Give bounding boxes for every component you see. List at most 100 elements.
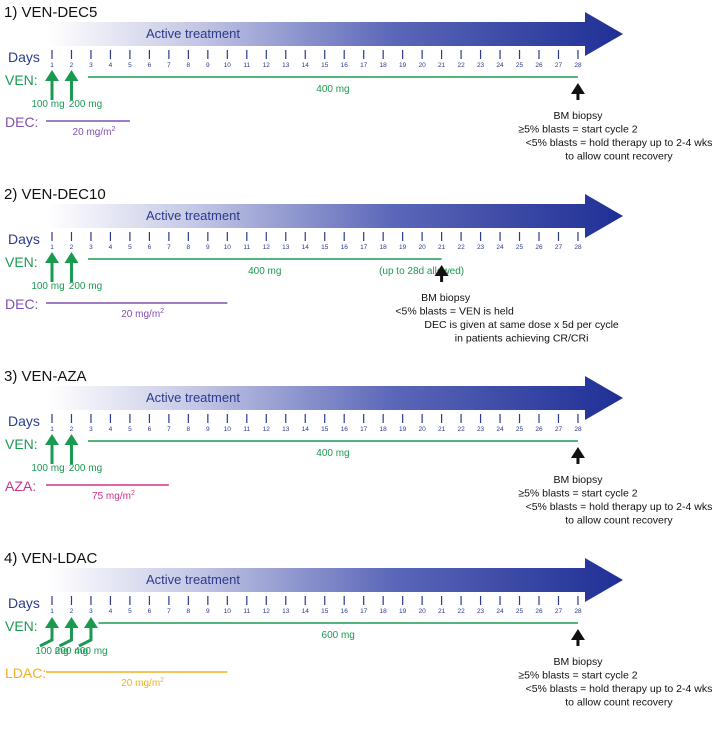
ramp-arrow — [78, 617, 98, 648]
day-number: 8 — [187, 426, 191, 433]
dose-superscript: 2 — [160, 308, 164, 315]
day-number: 10 — [224, 244, 232, 251]
day-number: 10 — [224, 608, 232, 615]
biopsy-note-line: in patients achieving CR/CRi — [455, 333, 589, 345]
day-number: 13 — [282, 244, 290, 251]
day-number: 6 — [148, 608, 152, 615]
day-number: 24 — [496, 62, 504, 69]
day-number: 18 — [380, 426, 388, 433]
day-number: 3 — [89, 62, 93, 69]
day-number: 28 — [574, 426, 582, 433]
day-number: 21 — [438, 244, 446, 251]
drug2-label: LDAC: — [5, 665, 46, 681]
day-number: 17 — [360, 244, 368, 251]
ramp-dose: 100 mg — [31, 99, 64, 110]
ramp-dose: 200 mg — [69, 99, 102, 110]
ven-label: VEN: — [5, 72, 38, 88]
day-number: 1 — [50, 244, 54, 251]
day-number: 9 — [206, 608, 210, 615]
dose-superscript: 2 — [160, 677, 164, 684]
day-number: 17 — [360, 608, 368, 615]
day-number: 7 — [167, 62, 171, 69]
active-treatment-label: Active treatment — [146, 572, 240, 587]
arrow-head — [570, 447, 585, 458]
day-number: 9 — [206, 426, 210, 433]
day-number: 10 — [224, 426, 232, 433]
day-number: 6 — [148, 426, 152, 433]
day-number: 2 — [70, 62, 74, 69]
day-number: 27 — [555, 244, 563, 251]
day-number: 17 — [360, 62, 368, 69]
drug2-dose: 20 mg/m2 — [121, 308, 164, 320]
day-number: 18 — [380, 62, 388, 69]
biopsy-note-line: <5% blasts = VEN is held — [395, 306, 514, 318]
day-number: 26 — [535, 426, 543, 433]
active-treatment-arrow — [48, 376, 623, 420]
day-number: 15 — [321, 62, 329, 69]
day-number: 7 — [167, 244, 171, 251]
day-number: 7 — [167, 608, 171, 615]
dose-superscript: 2 — [131, 490, 135, 497]
day-number: 22 — [457, 244, 465, 251]
biopsy-note-line: BM biopsy — [553, 474, 603, 486]
day-number: 3 — [89, 608, 93, 615]
arrow-head — [45, 252, 59, 263]
day-number: 18 — [380, 608, 388, 615]
ven-label: VEN: — [5, 254, 38, 270]
arrow-shaft — [39, 628, 54, 648]
ramp-dose: 200 mg — [69, 281, 102, 292]
day-number: 5 — [128, 244, 132, 251]
day-number: 5 — [128, 608, 132, 615]
day-number: 23 — [477, 426, 485, 433]
day-number: 27 — [555, 426, 563, 433]
day-number: 27 — [555, 608, 563, 615]
day-number: 1 — [50, 62, 54, 69]
arrow-head — [64, 434, 79, 445]
day-number: 1 — [50, 608, 54, 615]
day-number: 15 — [321, 426, 329, 433]
ramp-dose: 100 mg — [31, 463, 64, 474]
panel-title: 4) VEN-LDAC — [4, 550, 98, 567]
day-number: 5 — [128, 426, 132, 433]
day-number: 24 — [496, 426, 504, 433]
ramp-arrow — [64, 70, 79, 100]
drug2-dose: 75 mg/m2 — [92, 490, 135, 502]
day-number: 9 — [206, 62, 210, 69]
day-number: 13 — [282, 608, 290, 615]
biopsy-note-line: to allow count recovery — [565, 515, 673, 527]
day-number: 15 — [321, 608, 329, 615]
drug2-label: DEC: — [5, 296, 38, 312]
day-number: 16 — [341, 608, 349, 615]
day-number: 28 — [574, 244, 582, 251]
day-number: 15 — [321, 244, 329, 251]
days-label: Days — [8, 231, 40, 247]
arrow-head — [45, 70, 59, 81]
day-number: 19 — [399, 426, 407, 433]
day-number: 28 — [574, 62, 582, 69]
day-number: 26 — [535, 608, 543, 615]
ramp-arrow — [45, 434, 59, 464]
active-treatment-arrow — [48, 558, 623, 602]
day-number: 17 — [360, 426, 368, 433]
day-number: 23 — [477, 244, 485, 251]
arrow-head — [570, 83, 585, 94]
days-label: Days — [8, 413, 40, 429]
biopsy-notes: BM biopsy≥5% blasts = start cycle 2<5% b… — [518, 110, 712, 163]
day-number: 3 — [89, 426, 93, 433]
arrow-shaft — [78, 628, 93, 648]
day-number: 4 — [109, 244, 113, 251]
active-treatment-arrow — [48, 12, 623, 56]
biopsy-note-line: BM biopsy — [421, 292, 471, 304]
biopsy-note-line: DEC is given at same dose x 5d per cycle — [424, 319, 618, 331]
day-number: 20 — [419, 426, 427, 433]
day-number: 21 — [438, 426, 446, 433]
day-number: 4 — [109, 426, 113, 433]
day-number: 22 — [457, 62, 465, 69]
ramp-arrow — [45, 70, 59, 100]
arrow-head — [64, 70, 79, 81]
panel-title: 3) VEN-AZA — [4, 368, 87, 385]
day-number: 16 — [341, 244, 349, 251]
